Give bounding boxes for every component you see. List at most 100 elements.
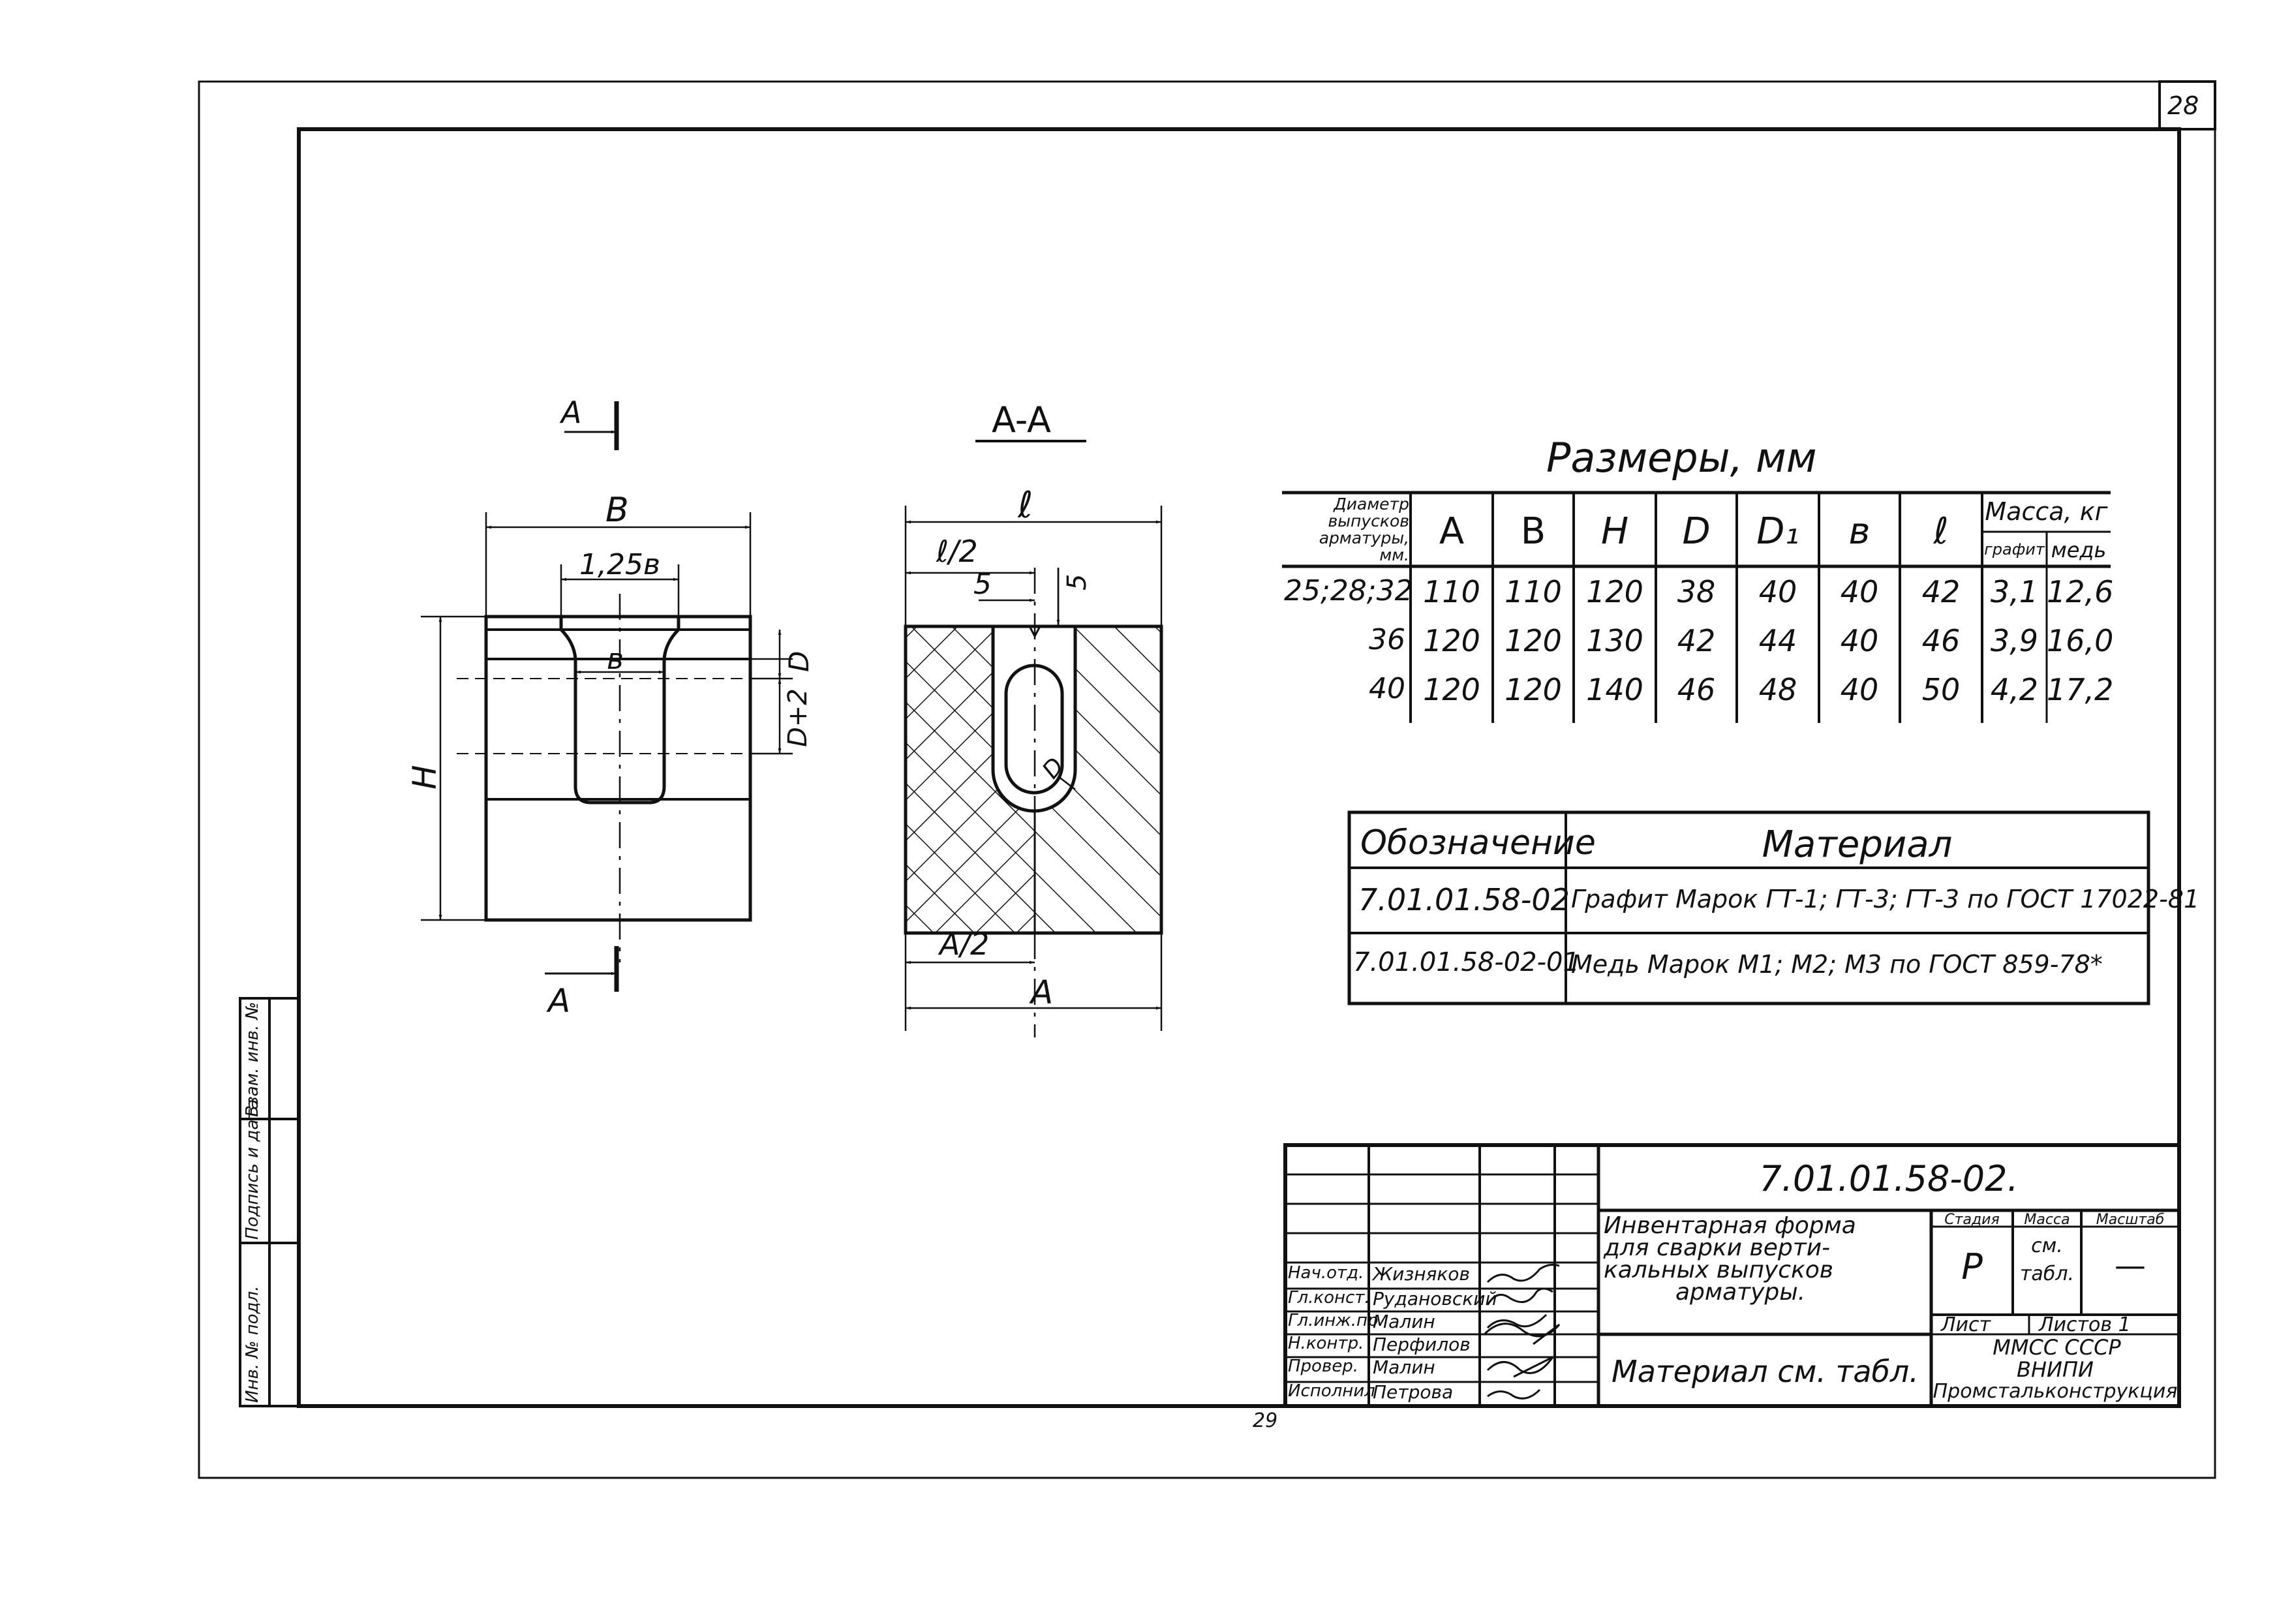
stage-label: Стадия [1944,1212,2000,1228]
signature-name: Перфилов [1373,1334,1471,1355]
title-block-material: Материал см. табл. [1612,1354,1919,1389]
signature-name: Малин [1373,1311,1435,1332]
signature-role: Н.контр. [1288,1334,1364,1353]
side-strip-signature: Подпись и дата [243,1099,262,1240]
dim-cell-copper: 12,6 [2047,574,2114,609]
material-row-1-material: Графит Марок ГТ-1; ГТ-3; ГТ-3 по ГОСТ 17… [1571,885,2200,913]
dim-cell-A: 120 [1423,672,1480,707]
dim-cell-dia: 25;28;32 [1284,574,1413,607]
signature-scribbles [1483,1263,1561,1400]
dim-cell-copper: 17,2 [2047,672,2114,707]
outer-border [198,80,2216,1479]
material-row-2-code: 7.01.01.58-02-01 [1353,947,1580,977]
dimensions-table-title: Размеры, мм [1546,434,1817,482]
dim-col-D: D [1682,510,1711,553]
materials-table-grid [1347,810,2150,1005]
dim-cell-graphite: 3,9 [1990,623,2039,658]
dim-label-5a: 5 [973,568,992,601]
dim-label-D: D [783,651,815,672]
dim-col-A: A [1439,510,1465,553]
dim-col-mass-copper: медь [2051,538,2107,562]
dim-cell-b: 40 [1840,574,1879,609]
title-line-4: арматуры. [1675,1279,1806,1306]
dim-label-l: ℓ [1018,484,1033,527]
scale-label: Масштаб [2096,1212,2165,1228]
mass-value-2: табл. [2019,1263,2075,1285]
dim-col-mass: Масса, кг [1985,497,2108,526]
dim-label-b: в [607,643,624,676]
dim-label-B: B [605,491,629,530]
side-strip-replacement: Взам. инв. № [243,1002,262,1117]
dia-header-line-3: арматуры, [1319,529,1409,547]
dim-cell-D1: 48 [1758,672,1797,707]
signature-role: Исполнил [1288,1381,1375,1401]
side-strip-inv-no: Инв. № подл. [243,1285,262,1403]
dim-cell-B: 120 [1505,672,1562,707]
dim-cell-B: 110 [1505,574,1562,609]
dim-cell-B: 120 [1505,623,1562,658]
org-line-3: Промстальконструкция [1933,1380,2178,1403]
sheet-label: Лист [1941,1313,1991,1336]
title-line-2: для сварки верти- [1604,1234,1831,1261]
sheets-label: Листов 1 [2039,1313,2131,1336]
dim-col-B: B [1520,510,1546,553]
dim-cell-l: 46 [1921,623,1961,658]
dim-cell-D: 42 [1677,623,1716,658]
dim-cell-b: 40 [1840,672,1879,707]
dim-cell-graphite: 3,1 [1990,574,2039,609]
dimensions-table-grid [1282,491,2111,723]
signature-name: Малин [1373,1356,1435,1378]
dim-cell-D1: 40 [1758,574,1797,609]
stage-value: Р [1961,1246,1983,1287]
dim-cell-D1: 44 [1758,623,1797,658]
dim-cell-D: 46 [1677,672,1716,707]
dim-col-D1: D₁ [1756,510,1799,553]
signature-name: Жизняков [1373,1263,1470,1285]
dim-cell-H: 120 [1586,574,1643,609]
org-line-2: ВНИПИ [2017,1357,2094,1382]
dim-label-D2: D+2 [783,688,813,747]
dim-col-H: H [1600,510,1629,553]
dim-label-l2: ℓ/2 [936,534,978,569]
dia-header-line-1: Диаметр [1334,495,1409,513]
materials-header-material: Материал [1762,823,1953,866]
signature-role: Гл.инж.пр. [1288,1311,1384,1330]
section-mark-bottom: A [548,982,571,1020]
dim-cell-A: 110 [1423,574,1480,609]
dim-cell-l: 50 [1921,672,1961,707]
dim-label-A: A [1031,973,1054,1011]
title-line-3: кальных выпусков [1604,1257,1834,1283]
section-view [904,440,1163,1037]
scale-value: — [2115,1248,2146,1284]
dim-label-A2: A/2 [940,927,990,962]
side-strip [239,997,300,1407]
section-mark-top: A [561,395,582,430]
dim-col-b: в [1848,510,1871,553]
dim-cell-copper: 16,0 [2047,623,2114,658]
dim-label-H: H [406,765,444,789]
frame-border [297,127,2181,1408]
dim-cell-H: 130 [1586,623,1643,658]
title-block-title: Инвентарная форма для сварки верти- каль… [1604,1214,1927,1306]
dim-cell-H: 140 [1586,672,1643,707]
title-block-grid [1283,1143,2181,1408]
dim-col-mass-graphite: графит [1984,540,2045,559]
material-row-1-code: 7.01.01.58-02 [1358,882,1570,917]
dim-col-l: ℓ [1933,510,1949,553]
materials-header-code: Обозначение [1360,823,1596,863]
dim-cell-b: 40 [1840,623,1879,658]
title-block-designation: 7.01.01.58-02. [1759,1158,2019,1199]
mass-value-1: см. [2031,1234,2063,1257]
dim-label-125b: 1,25в [579,548,660,581]
dimensions-table-diameter-header: Диаметр выпусков арматуры, мм. [1284,496,1409,564]
sheet-number-top: 28 [2167,91,2199,120]
dim-cell-D: 38 [1677,574,1716,609]
mass-label: Масса [2024,1212,2070,1228]
dim-cell-A: 120 [1423,623,1480,658]
dia-header-line-2: выпусков [1328,512,1410,530]
page-number-bottom: 29 [1253,1409,1278,1432]
signature-role: Гл.конст. [1288,1288,1370,1308]
signature-role: Провер. [1288,1356,1359,1376]
dim-label-5b: 5 [1062,574,1092,590]
